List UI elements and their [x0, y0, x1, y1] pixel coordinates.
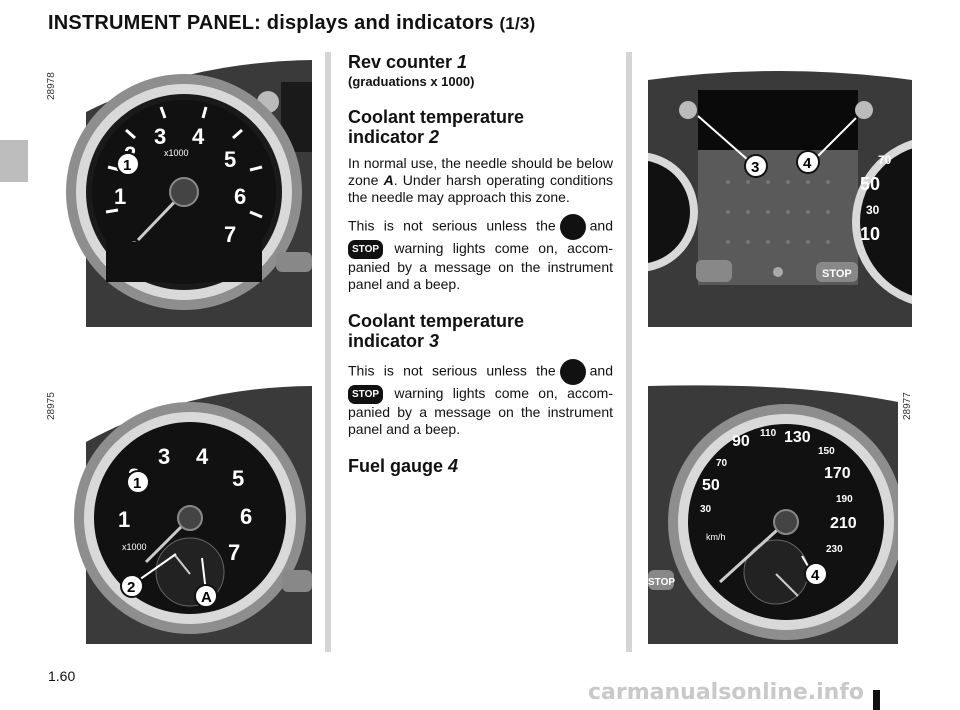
callout-label: 4: [811, 567, 820, 584]
speed-mark: 50: [860, 174, 880, 194]
wrench-icon: [696, 260, 732, 282]
coolant-warning-icon: [679, 101, 697, 119]
chapter-tab: [0, 140, 28, 182]
speed-mark: 50: [702, 477, 720, 494]
svg-text:3: 3: [158, 444, 170, 469]
speed-mark: 210: [830, 515, 857, 532]
speed-mark: 190: [836, 494, 853, 505]
speed-mark: 110: [760, 428, 777, 439]
speed-mark: 130: [784, 429, 811, 446]
speed-mark: 170: [824, 465, 851, 482]
callout-label: 1: [123, 157, 131, 174]
callout-label: 3: [751, 159, 759, 176]
tach-numeral: 1: [114, 184, 126, 209]
tach-numeral: 5: [224, 147, 236, 172]
tach-numeral: 6: [234, 184, 246, 209]
text-column: Rev counter 1 (graduations x 1000) Coola…: [348, 52, 613, 476]
tach-numeral: 4: [192, 124, 205, 149]
callout-3: [744, 154, 768, 178]
coolant-temperature-icon: [559, 214, 586, 240]
wrench-icon: [276, 252, 312, 272]
stop-icon: STOP: [348, 240, 384, 259]
section-subheading: (graduations x 1000): [348, 74, 475, 89]
page-title: INSTRUMENT PANEL: displays and indicator…: [48, 12, 535, 35]
speed-mark: 90: [732, 433, 750, 450]
title-part: (1/3): [499, 14, 536, 33]
coolant-temperature-icon: [559, 359, 586, 385]
speed-mark: 70: [716, 458, 728, 469]
column-divider-left: [325, 52, 331, 652]
svg-text:5: 5: [232, 466, 244, 491]
speed-mark: 30: [700, 504, 712, 515]
speed-mark: 230: [826, 544, 843, 555]
svg-text:7: 7: [228, 540, 240, 565]
callout-4: [804, 562, 828, 586]
figure-speedometer-fuel: 30 50 70 90 110 130 150 170 190 210 230 …: [648, 382, 898, 644]
fuel-needle: [775, 573, 799, 597]
speed-mark: 150: [818, 446, 835, 457]
reset-knob: [773, 267, 783, 277]
callout-label: 4: [803, 155, 812, 172]
coolant-needle: [173, 553, 191, 575]
callout-1: [116, 152, 140, 176]
column-divider-right: [626, 52, 632, 652]
stop-label: STOP: [648, 577, 675, 588]
figure-number: 28978: [46, 72, 57, 100]
speed-unit: km/h: [706, 532, 726, 542]
paragraph: In normal use, the needle should be belo…: [348, 155, 613, 205]
callout-label: 1: [133, 475, 141, 492]
callout-A: [194, 584, 218, 608]
watermark: carmanualsonline.info: [588, 680, 864, 705]
svg-text:6: 6: [240, 504, 252, 529]
section-heading: Fuel gauge 4: [348, 456, 459, 476]
section-rev-counter: Rev counter 1 (graduations x 1000): [348, 52, 613, 89]
figure-coolant-gauge: 345 6712 x1000 1 2 A: [66, 382, 312, 644]
speed-mark: 30: [866, 203, 880, 217]
figure-rev-counter: 0 1 2 3 4 5 6 7 x1000 1: [66, 52, 312, 327]
stop-label: STOP: [822, 268, 852, 280]
svg-text:1: 1: [118, 507, 130, 532]
wrench-icon: [282, 570, 312, 592]
speed-mark: 70: [878, 153, 892, 167]
title-text: INSTRUMENT PANEL: displays and indicator…: [48, 12, 494, 34]
figure-coolant-fuel-display: 70 50 30 10 3 4 STOP: [648, 52, 912, 327]
callout-4: [796, 150, 820, 174]
fuel-warning-icon: [855, 101, 873, 119]
svg-text:4: 4: [196, 444, 209, 469]
callout-1: [126, 470, 150, 494]
speed-mark: 10: [860, 224, 880, 244]
page-number: 1.60: [48, 668, 76, 684]
stop-icon: STOP: [348, 385, 384, 404]
section-heading: Rev counter 1: [348, 52, 468, 72]
figure-number: 28975: [46, 392, 57, 420]
figure-number: 28977: [902, 392, 913, 420]
tach-numeral: 3: [154, 124, 166, 149]
callout-label: 2: [127, 579, 135, 596]
callout-label: A: [201, 589, 212, 606]
callout-2: [120, 574, 144, 598]
tach-unit: x1000: [164, 148, 189, 158]
section-fuel-gauge: Fuel gauge 4: [348, 456, 613, 476]
tach-numeral: 7: [224, 222, 236, 247]
tach-unit: x1000: [122, 542, 147, 552]
corner-mark: [873, 690, 880, 710]
